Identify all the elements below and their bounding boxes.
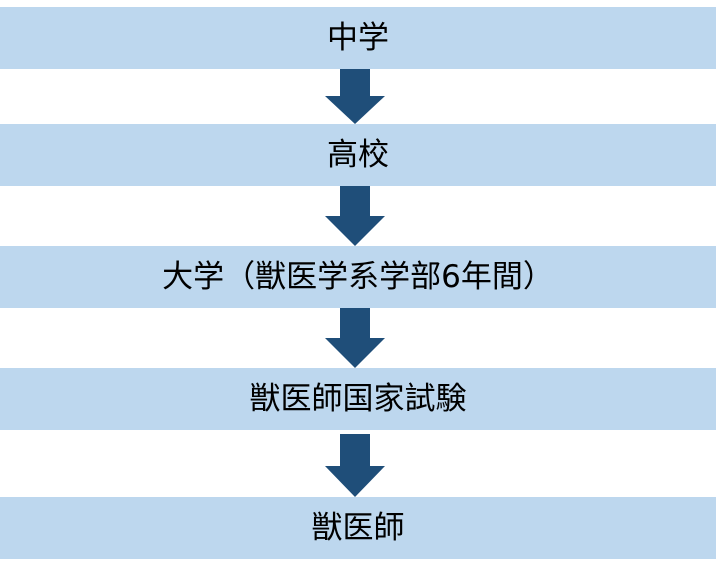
step-label: 大学（獣医学系学部6年間） [162,258,554,295]
step-veterinarian: 獣医師 [0,497,716,559]
down-arrow-icon [325,69,385,124]
down-arrow-icon [325,186,385,246]
step-label: 高校 [327,136,389,173]
step-university: 大学（獣医学系学部6年間） [0,246,716,308]
step-label: 獣医師国家試験 [249,380,467,417]
step-label: 中学 [327,19,389,56]
down-arrow-icon [325,308,385,368]
step-junior-high-school: 中学 [0,7,716,69]
down-arrow-icon [325,434,385,497]
step-national-exam: 獣医師国家試験 [0,368,716,430]
step-high-school: 高校 [0,124,716,186]
step-label: 獣医師 [311,509,405,546]
